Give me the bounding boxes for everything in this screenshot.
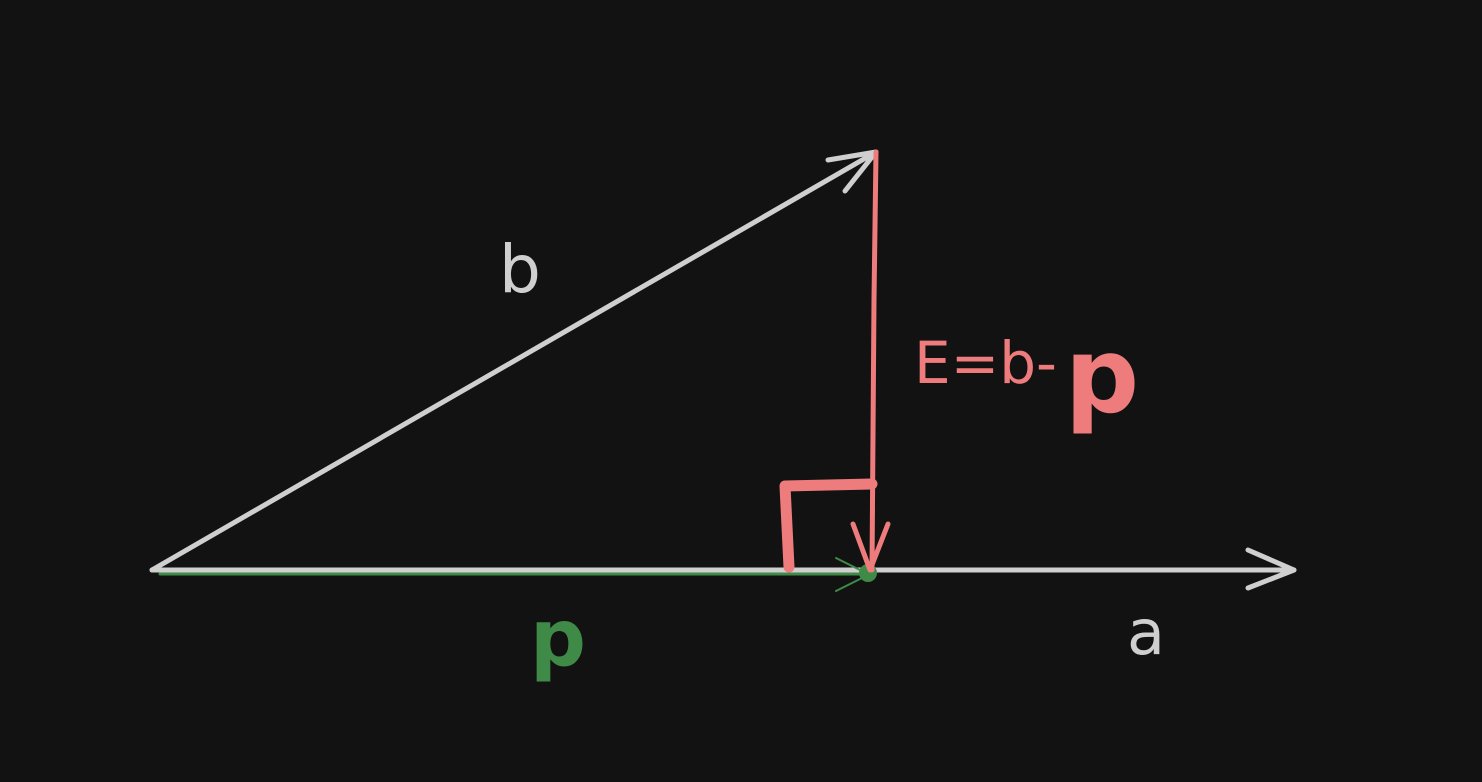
vector-b-arrowhead — [825, 149, 879, 194]
vector-b — [149, 149, 879, 573]
label-error-p: p — [1065, 315, 1139, 437]
label-error-prefix: E=b- — [914, 329, 1057, 397]
error-vector — [850, 149, 891, 573]
error-vector-arrowhead — [850, 521, 891, 573]
label-p: p — [530, 594, 586, 684]
projection-p — [158, 557, 877, 592]
label-a: a — [1127, 596, 1165, 669]
vector-a-arrowhead — [1245, 547, 1297, 591]
label-b: b — [499, 231, 541, 308]
right-angle-marker — [779, 478, 878, 573]
vector-a — [149, 547, 1297, 591]
